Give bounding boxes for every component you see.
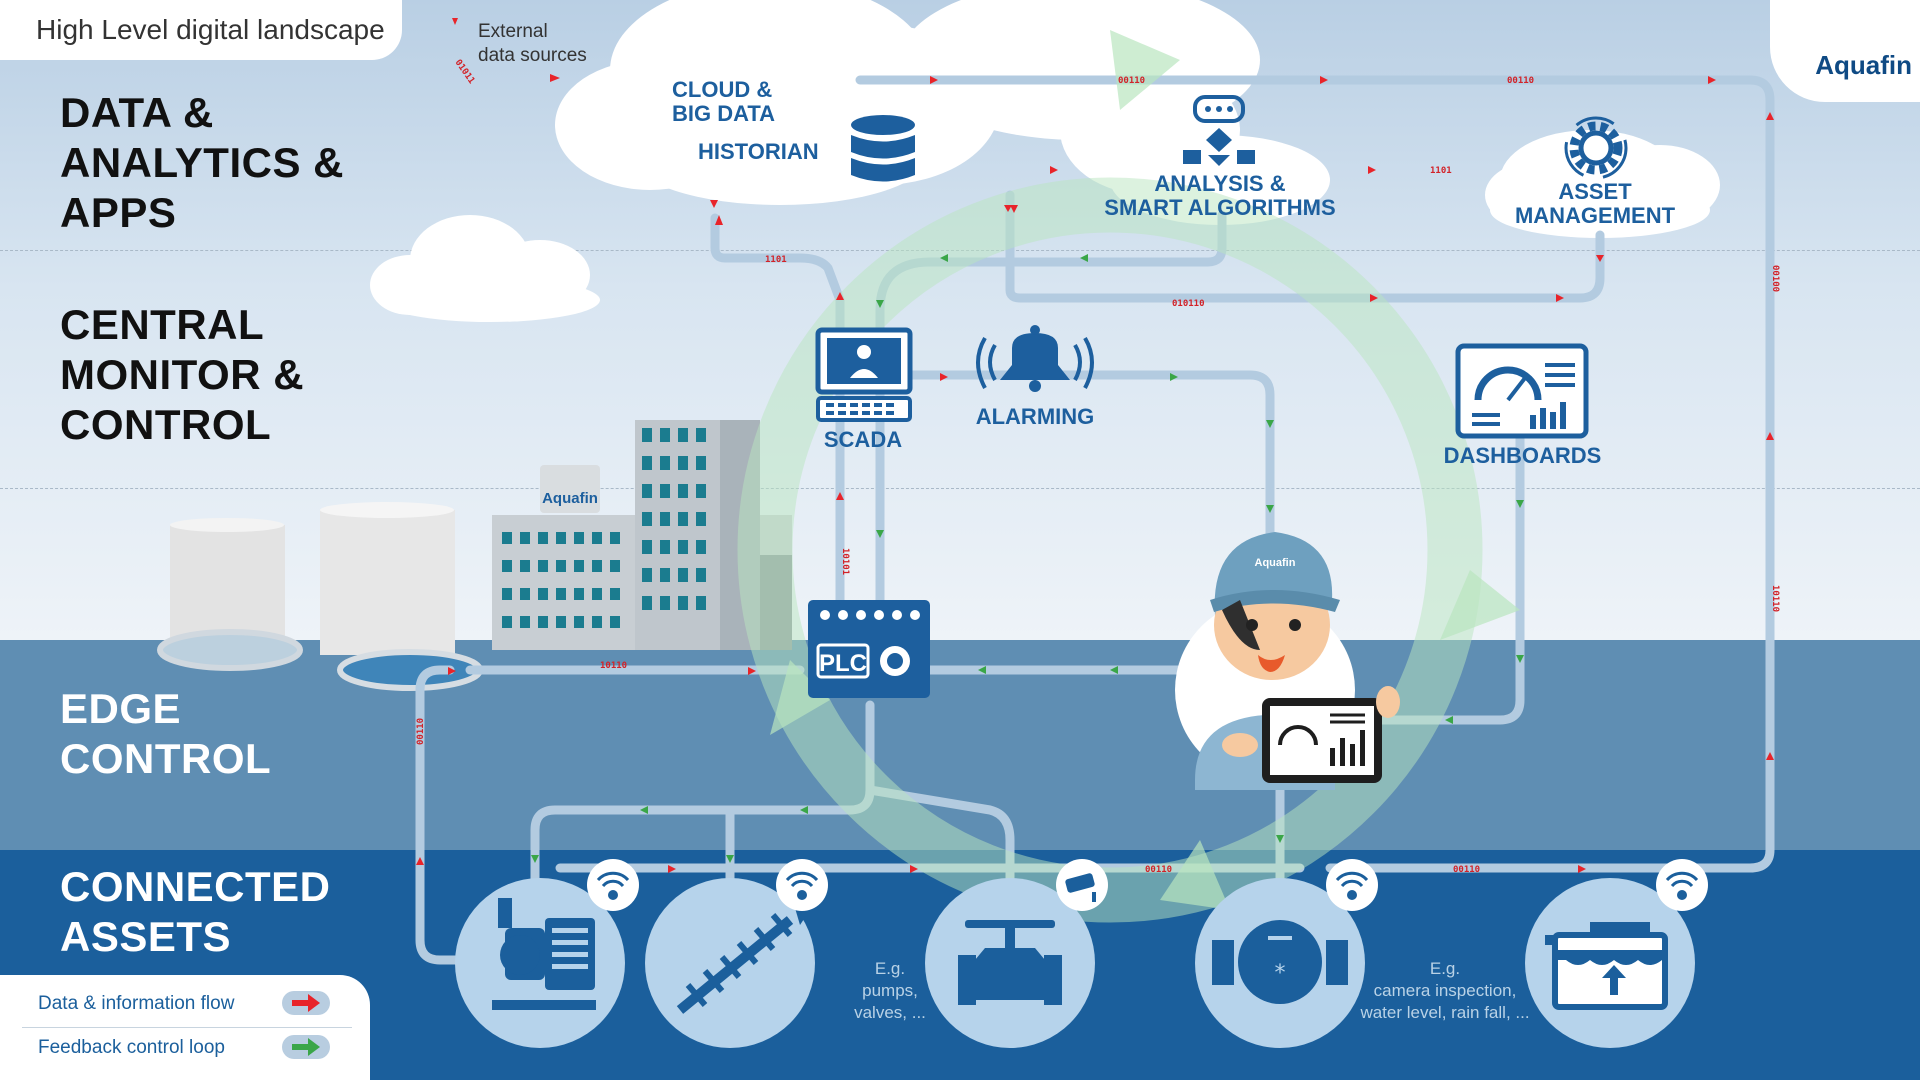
gear-icon	[1564, 116, 1628, 180]
label-scada: SCADA	[823, 427, 903, 452]
examples-camera-water-level: E.g. camera inspection, water level, rai…	[1360, 959, 1530, 1022]
examples-pumps-valves: E.g. pumps, valves, ...	[854, 959, 926, 1022]
treatment-plant: Aquafin	[157, 420, 792, 691]
wifi-icon	[1326, 859, 1378, 911]
feedback-arrows	[531, 254, 1524, 863]
code-label: 1101	[765, 255, 787, 265]
label-dashboards: DASHBOARDS	[1443, 443, 1602, 468]
layer-divider-middle	[0, 488, 1920, 489]
layer-label-central-monitor: CENTRAL MONITOR & CONTROL	[60, 301, 305, 448]
legend: Data & information flow Feedback control…	[0, 975, 370, 1080]
code-label: 10110	[1770, 585, 1780, 612]
layer-label-edge-control: EDGE CONTROL	[60, 685, 272, 782]
code-label: 00100	[1770, 265, 1780, 292]
feedback-loop-circle	[737, 30, 1520, 923]
brand-logo-panel	[1770, 0, 1920, 102]
label-historian: HISTORIAN	[698, 139, 819, 164]
layer-label-data-analytics: DATA & ANALYTICS & APPS	[60, 89, 344, 236]
label-analysis-algorithms: ANALYSIS & SMART ALGORITHMS	[1104, 171, 1336, 220]
wifi-icon	[587, 859, 639, 911]
plc-label: PLC	[819, 650, 867, 677]
layer-label-connected-assets: CONNECTED ASSETS	[60, 863, 331, 960]
code-label: 01011	[453, 58, 477, 86]
plc-device: PLC	[808, 600, 930, 698]
green-arrow-icon	[292, 1038, 320, 1056]
legend-data-flow-label: Data & information flow	[38, 993, 235, 1014]
analysis-algorithm-icon	[1183, 95, 1255, 166]
code-label: 00110	[1118, 76, 1145, 86]
dashboard-icon	[1455, 343, 1589, 439]
legend-divider	[22, 1027, 352, 1028]
code-label: 1101	[1430, 166, 1452, 176]
wifi-icon	[776, 859, 828, 911]
cap-logo: Aquafin	[1255, 557, 1296, 569]
scada-terminal-icon	[815, 327, 913, 422]
cloud-asset-management	[1485, 130, 1720, 238]
code-label: 10110	[600, 661, 627, 671]
code-label: 010110	[1172, 299, 1205, 309]
red-arrow-icon	[292, 994, 320, 1012]
code-label: 00110	[1507, 76, 1534, 86]
label-cloud-big-data: CLOUD & BIG DATA	[672, 77, 776, 126]
pump-icon	[492, 898, 596, 1010]
operator-illustration: Aquafin	[1175, 532, 1400, 790]
code-label: 00110	[1145, 865, 1172, 875]
data-flow-arrows	[416, 18, 1774, 873]
edge-control-band	[0, 640, 1920, 850]
cloud-big-data	[555, 0, 1330, 225]
label-asset-management: ASSET MANAGEMENT	[1514, 179, 1676, 228]
label-alarming: ALARMING	[975, 404, 1095, 429]
building-logo-sign: Aquafin	[542, 490, 598, 507]
clouds	[370, 0, 1720, 322]
security-camera-icon	[1056, 859, 1108, 911]
code-label: 00110	[1453, 865, 1480, 875]
water-tank-icon	[1545, 922, 1668, 1010]
wifi-badges	[587, 859, 1708, 911]
svg-text:*: *	[1275, 961, 1286, 986]
wifi-icon	[1656, 859, 1708, 911]
cloud-small	[370, 215, 600, 322]
code-label: 00110	[416, 718, 426, 745]
legend-feedback-label: Feedback control loop	[38, 1037, 225, 1058]
screw-conveyor-icon	[676, 908, 810, 1014]
alarm-bell-icon	[976, 325, 1094, 392]
database-icon	[851, 115, 915, 182]
valve-icon	[958, 920, 1062, 1005]
legend-data-flow-swatch	[282, 991, 330, 1015]
code-label: 10101	[840, 548, 850, 575]
brand-logo-text: Aquafin	[1815, 50, 1912, 80]
flow-meter-icon: *	[1212, 920, 1348, 1004]
legend-feedback-swatch	[282, 1035, 330, 1059]
external-data-sources-label: External data sources	[478, 21, 587, 66]
page-title: High Level digital landscape	[0, 0, 402, 60]
